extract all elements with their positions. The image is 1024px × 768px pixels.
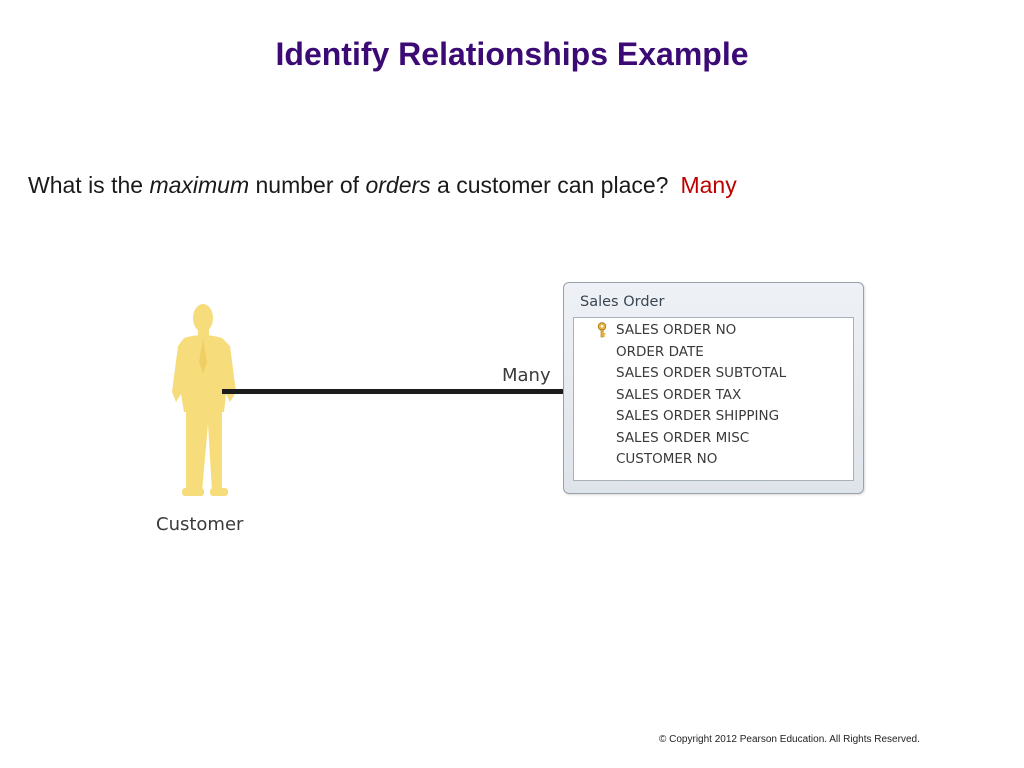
- field-name: SALES ORDER SHIPPING: [616, 408, 779, 424]
- field-name: SALES ORDER SUBTOTAL: [616, 365, 786, 381]
- sales-order-table: Sales Order SALES ORDER NO ORDER DATE SA…: [563, 282, 864, 494]
- slide-title: Identify Relationships Example: [0, 36, 1024, 73]
- field-row: SALES ORDER SUBTOTAL: [574, 363, 853, 385]
- question-part-2: number of: [249, 172, 365, 198]
- relationship-line: [222, 389, 564, 394]
- primary-key-icon: [596, 322, 608, 338]
- relationship-cardinality-label: Many: [502, 365, 551, 386]
- customer-entity-label: Customer: [156, 514, 243, 535]
- question-emphasis-maximum: maximum: [149, 172, 249, 198]
- field-name: SALES ORDER NO: [616, 322, 736, 338]
- question-part-1: What is the: [28, 172, 149, 198]
- field-row: CUSTOMER NO: [574, 449, 853, 471]
- field-row: ORDER DATE: [574, 342, 853, 364]
- question-emphasis-orders: orders: [365, 172, 430, 198]
- question-text: What is the maximum number of orders a c…: [28, 172, 737, 199]
- customer-person-icon: [172, 302, 242, 502]
- field-name: CUSTOMER NO: [616, 451, 717, 467]
- field-name: SALES ORDER MISC: [616, 430, 749, 446]
- field-row: SALES ORDER TAX: [574, 385, 853, 407]
- field-row: SALES ORDER MISC: [574, 428, 853, 450]
- question-part-3: a customer can place?: [431, 172, 669, 198]
- field-row: SALES ORDER NO: [574, 320, 853, 342]
- question-answer: Many: [680, 172, 736, 198]
- field-row: SALES ORDER SHIPPING: [574, 406, 853, 428]
- table-title: Sales Order: [580, 294, 664, 310]
- field-name: SALES ORDER TAX: [616, 387, 741, 403]
- field-name: ORDER DATE: [616, 344, 704, 360]
- field-list: SALES ORDER NO ORDER DATE SALES ORDER SU…: [573, 317, 854, 481]
- copyright-footer: © Copyright 2012 Pearson Education. All …: [659, 734, 920, 745]
